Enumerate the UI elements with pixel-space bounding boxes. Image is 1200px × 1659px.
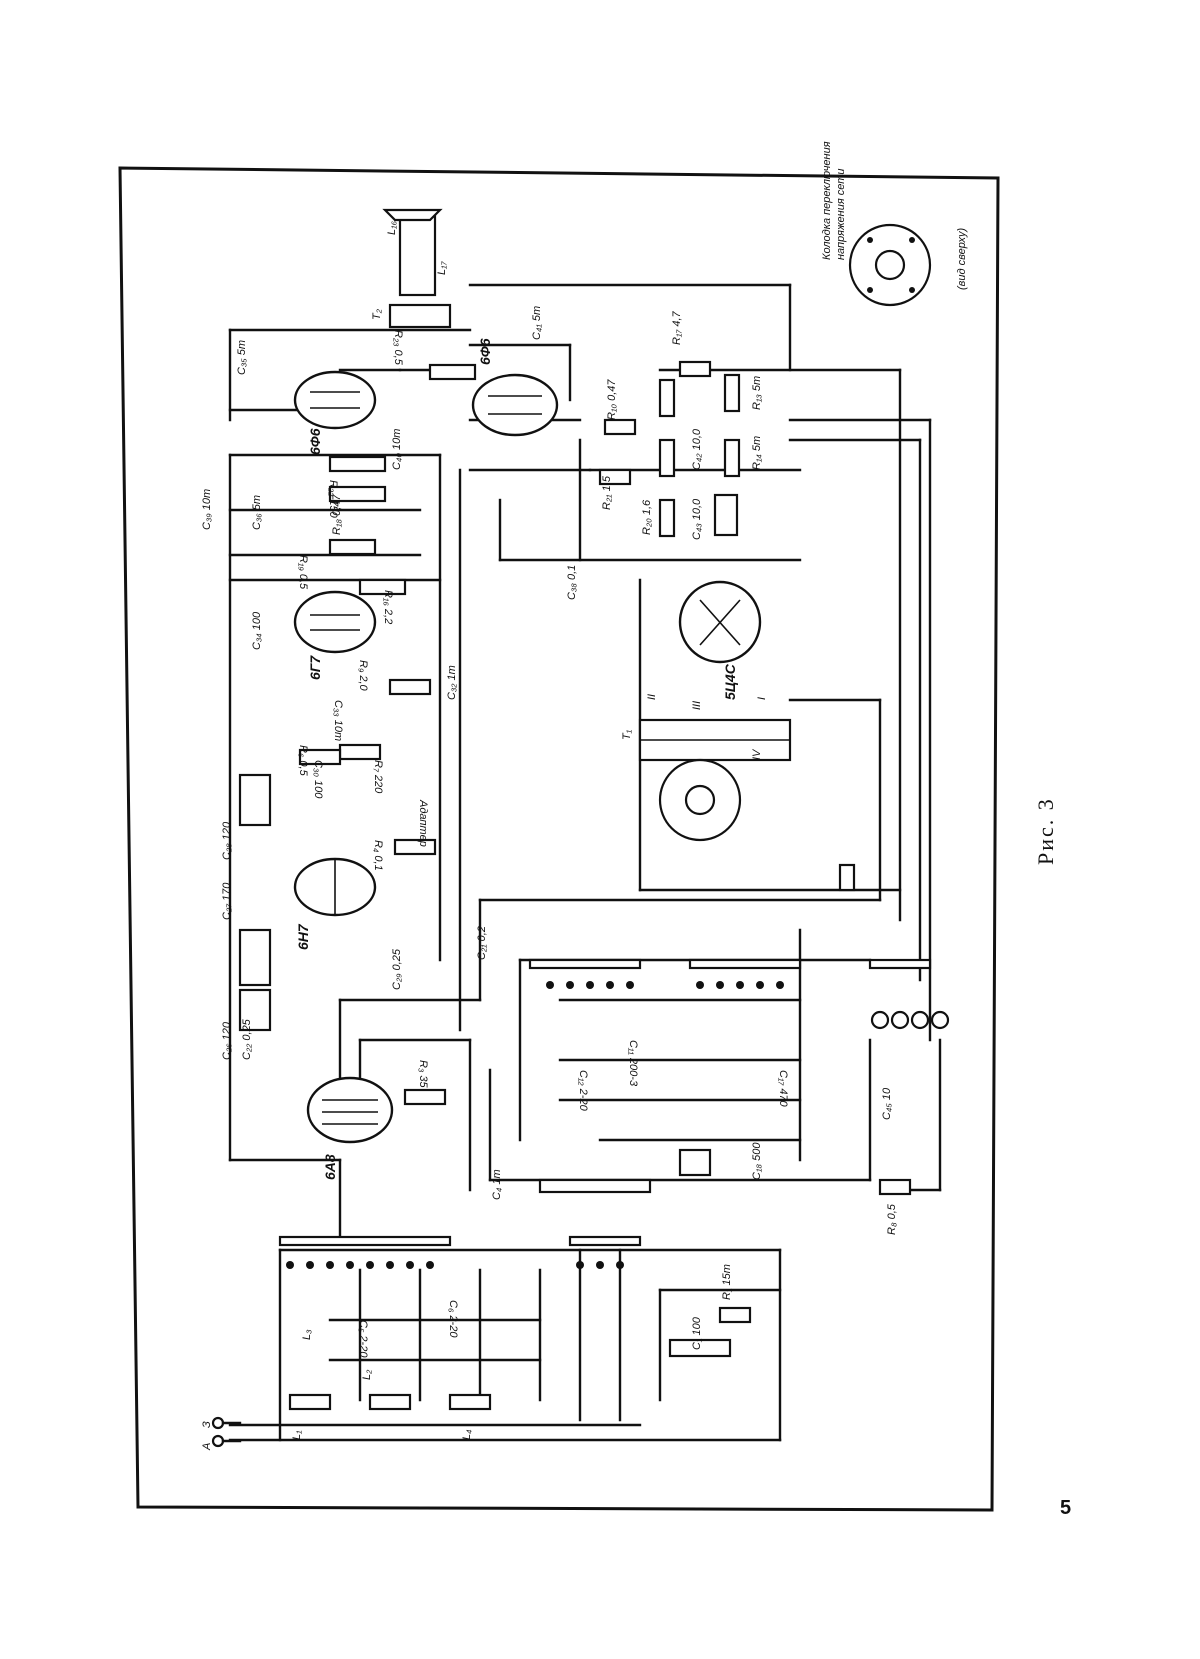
selector-note-view: (вид сверху) [955, 140, 969, 290]
label-c38: C₃₈ 0,1 [566, 565, 578, 600]
label-winding-2: II [646, 694, 658, 700]
tube-label-6f6-a: 6Ф6 [307, 428, 323, 455]
tube-5ts4s [680, 582, 760, 662]
label-c36: C₃₆ 5т [251, 495, 263, 530]
tube-label-6a8: 6А8 [322, 1154, 338, 1180]
label-r7: R₇ 220 [372, 760, 384, 794]
label-c35: C₃₅ 5т [236, 340, 248, 375]
tube-label-6n7: 6Н7 [295, 923, 311, 950]
label-c17: C₁₇ 470 [777, 1070, 789, 1108]
label-c12: C₁₂ 2-20 [577, 1070, 589, 1112]
label-c30: C₃₀ 100 [312, 760, 324, 799]
label-c40: C₄₀ 10т [391, 429, 403, 470]
label-l4: L₄ [461, 1429, 473, 1440]
label-r6: R₆ 0,5 [297, 745, 309, 777]
label-c18: C₁₈ 500 [751, 1142, 763, 1180]
label-antenna-z: З [201, 1421, 213, 1428]
label-l2: L₂ [361, 1369, 373, 1380]
label-l16: L₁₆ [386, 220, 398, 235]
label-t1: T₁ [621, 729, 633, 740]
label-t2: T₂ [371, 308, 383, 320]
label-winding-4: IV [751, 748, 763, 760]
label-r13: R₁₃ 5т [751, 376, 763, 410]
mains-selector [660, 760, 740, 840]
label-l1: L₁ [291, 1430, 303, 1440]
label-c5: C₅ 2-20 [357, 1320, 369, 1358]
label-c42: C₄₂ 10,0 [691, 428, 703, 470]
label-r16: R₁₆ 2,2 [382, 590, 394, 624]
label-r20: R₂₀ 1,6 [641, 499, 653, 535]
label-c1: C₁ 100 [691, 1316, 703, 1350]
label-c22: C₂₂ 0,25 [241, 1018, 253, 1060]
label-r18: R₁₈ 0,47 [331, 494, 343, 535]
label-r17: R₁₇ 4,7 [671, 311, 683, 346]
label-winding-3: III [691, 701, 703, 710]
label-r4: R₄ 0,1 [372, 840, 384, 871]
label-c32: C₃₂ 1т [446, 665, 458, 700]
label-r19: R₁₉ 0,5 [297, 555, 309, 590]
tube-6g7 [295, 592, 375, 652]
label-r9: R₉ 2,0 [357, 660, 369, 692]
tube-label-6f6-b: 6Ф6 [477, 338, 493, 365]
figure-caption: Рис. 3 [1033, 785, 1063, 865]
label-c45: C₄₅ 10 [881, 1087, 893, 1120]
tube-6a8 [308, 1078, 392, 1142]
tube-label-6g7: 6Г7 [307, 655, 323, 680]
label-c11: C₁₁ 200-3 [627, 1040, 639, 1087]
selector-note: Колодка переключения напряжения сети [820, 110, 848, 260]
voltage-selector [850, 225, 930, 305]
selector-note-line3: (вид сверху) [955, 140, 969, 290]
label-antenna-a: А [201, 1443, 213, 1451]
label-c4: C₄ 1т [491, 1169, 503, 1200]
label-l3: L₃ [301, 1329, 313, 1340]
tube-6n7 [295, 859, 375, 915]
label-c6: C₆ 2-20 [447, 1300, 459, 1338]
label-r8: R₈ 0,5 [886, 1203, 898, 1235]
label-r1: R₁ 15т [721, 1264, 733, 1300]
label-c29: C₂₉ 0,25 [391, 948, 403, 990]
label-c33: C₃₃ 10т [332, 700, 344, 741]
label-c43: C₄₃ 10,0 [691, 498, 703, 540]
label-c41: C₄₁ 5т [531, 306, 543, 340]
label-c26: C₂₆ 120 [221, 1021, 233, 1060]
selector-note-line2: напряжения сети [834, 110, 848, 260]
tube-6f6-b [473, 375, 557, 435]
label-c34: C₃₄ 100 [251, 611, 263, 650]
tube-6f6-a [295, 372, 375, 428]
label-r3: R₃ 35 [417, 1060, 429, 1088]
label-r23: R₂₃ 0,5 [392, 330, 404, 366]
tube-label-5ts4s: 5Ц4С [722, 663, 738, 700]
label-r21: R₂₁ 1,5 [601, 475, 613, 510]
label-c27: C₂₇ 170 [221, 882, 233, 920]
antenna-terminals [213, 1418, 240, 1446]
selector-note-line1: Колодка переключения [820, 110, 834, 260]
label-c21: C₂₁ 0,2 [476, 926, 488, 960]
label-winding-1: I [756, 697, 768, 700]
label-pickup: Адаптер [417, 799, 429, 847]
label-l17: L₁₇ [436, 260, 448, 275]
label-r14: R₁₄ 5т [751, 436, 763, 470]
label-c39: C₃₉ 10т [201, 489, 213, 530]
page-number: 5 [1060, 1497, 1071, 1520]
label-r10: R₁₀ 0,47 [606, 379, 618, 420]
dial-lamps [872, 1012, 948, 1028]
label-c28: C₂₈ 120 [221, 821, 233, 860]
